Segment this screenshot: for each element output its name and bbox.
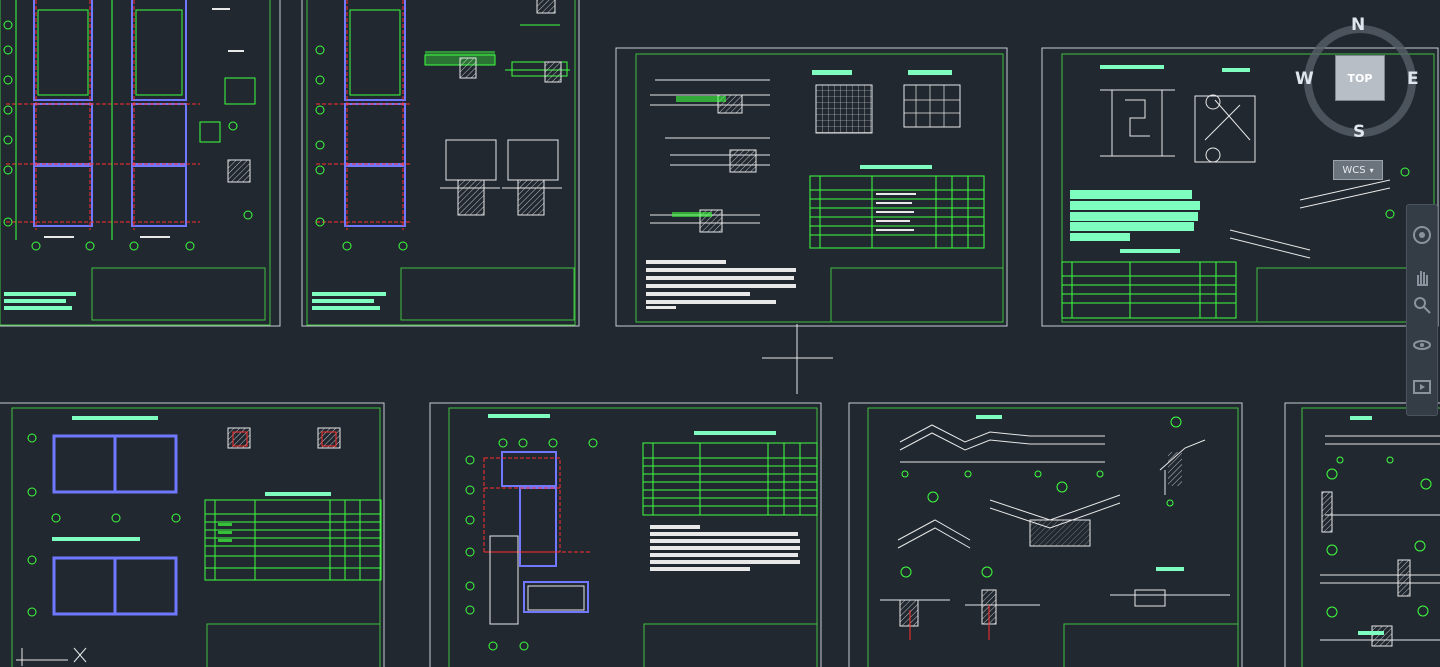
- drawing-sheet-3[interactable]: [615, 47, 1008, 327]
- compass-west[interactable]: W: [1295, 69, 1314, 89]
- steering-wheel-icon[interactable]: [1410, 223, 1434, 247]
- drawing-sheet-4[interactable]: [1041, 47, 1439, 327]
- viewcube[interactable]: [1298, 18, 1428, 148]
- crosshair-cursor: [762, 324, 833, 394]
- compass-north[interactable]: N: [1351, 15, 1366, 35]
- drawing-sheet-2[interactable]: [301, 0, 580, 327]
- viewcube-compass-ring[interactable]: [1298, 18, 1428, 148]
- drawing-sheet-7[interactable]: [848, 402, 1243, 667]
- navigation-bar: [1406, 204, 1438, 416]
- zoom-icon[interactable]: [1410, 293, 1434, 317]
- drawing-sheet-8[interactable]: [1284, 402, 1440, 667]
- pan-icon[interactable]: [1410, 265, 1434, 289]
- showmotion-icon[interactable]: [1410, 375, 1434, 399]
- drawing-sheet-5[interactable]: [0, 402, 385, 667]
- orbit-icon[interactable]: [1410, 333, 1434, 357]
- chevron-down-icon: ▾: [1369, 165, 1374, 175]
- drawing-sheet-1[interactable]: [0, 0, 281, 327]
- wcs-menu[interactable]: WCS ▾: [1333, 160, 1383, 180]
- wcs-label: WCS: [1342, 164, 1366, 176]
- drawing-sheet-6[interactable]: [429, 402, 822, 667]
- viewcube-top-face[interactable]: TOP: [1335, 55, 1385, 101]
- compass-south[interactable]: S: [1353, 122, 1366, 142]
- viewcube-face-label: TOP: [1347, 71, 1373, 85]
- compass-east[interactable]: E: [1407, 69, 1419, 89]
